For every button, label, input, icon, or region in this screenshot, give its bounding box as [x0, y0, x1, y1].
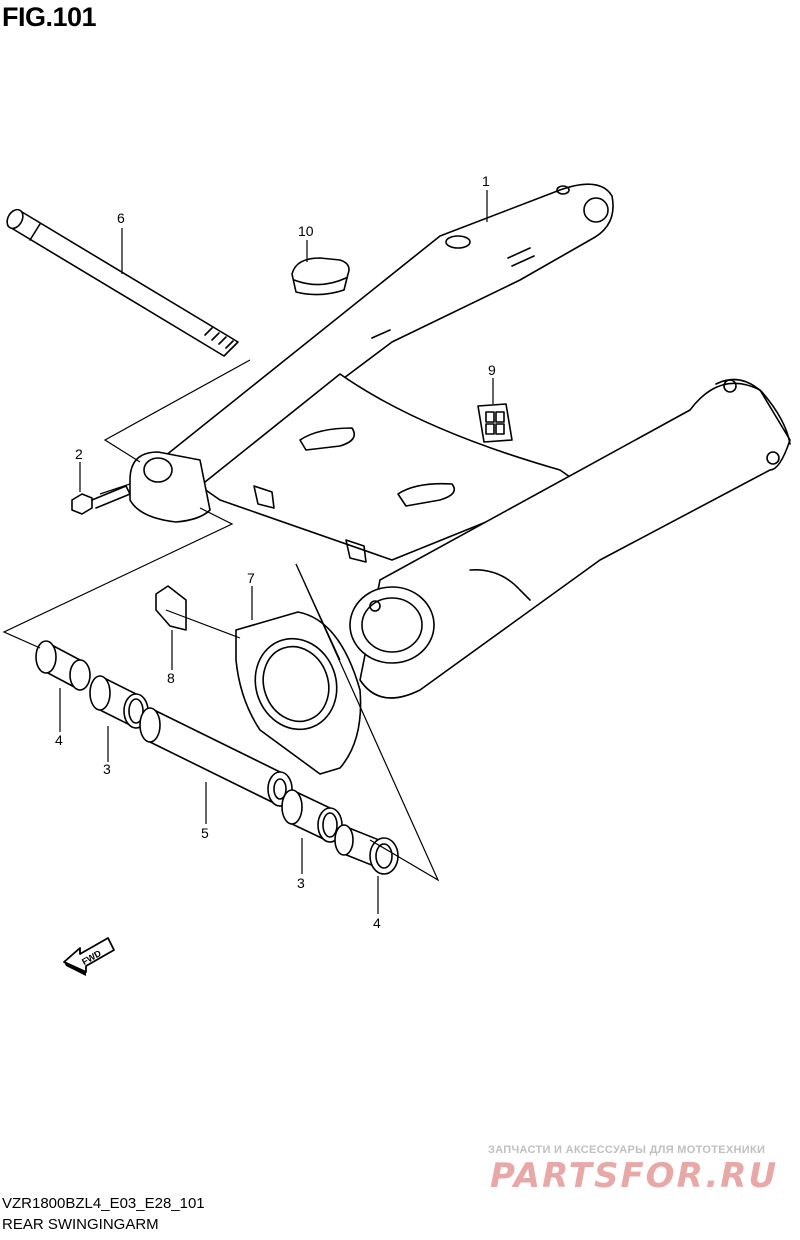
spacer-part-5: [139, 707, 293, 807]
figure-title: FIG.101: [2, 2, 97, 32]
callout-2: 2: [75, 446, 83, 462]
bolt-part-2: [71, 485, 131, 515]
watermark-tagline: ЗАПЧАСТИ И АКСЕССУАРЫ ДЛЯ МОТОТЕХНИКИ: [488, 1144, 766, 1156]
watermark-brand: PARTSFOR.RU: [490, 1156, 779, 1196]
callout-5: 5: [201, 825, 209, 841]
callout-6: 6: [117, 210, 125, 226]
callout-4-right: 4: [373, 915, 381, 931]
swingarm-part-1: [129, 183, 791, 699]
bearing-part-3-right: [281, 789, 343, 843]
fwd-arrow-icon: FWD: [63, 937, 115, 976]
callout-3-left: 3: [103, 761, 111, 777]
plug-part-10: [291, 257, 350, 296]
pivot-shaft-part-6: [6, 208, 239, 357]
callout-4-left: 4: [55, 732, 63, 748]
callout-1: 1: [482, 173, 490, 189]
model-code: VZR1800BZL4_E03_E28_101: [2, 1195, 205, 1212]
section-name: REAR SWINGINGARM: [2, 1216, 159, 1233]
clip-part-8: [155, 585, 187, 631]
callout-8: 8: [167, 670, 175, 686]
callout-labels: 1 2 3 3 4 4 5 6 7 8 9 10: [55, 173, 496, 931]
callout-3-right: 3: [297, 875, 305, 891]
bearing-part-3-left: [89, 675, 149, 729]
leader-lines: [59, 190, 494, 914]
cover-part-7: [235, 611, 362, 775]
rubber-cap-part-9: [477, 403, 513, 443]
callout-10: 10: [298, 223, 314, 239]
callout-9: 9: [488, 362, 496, 378]
assembly-guide-lines: [2, 359, 440, 882]
callout-7: 7: [247, 570, 255, 586]
bushing-part-4-left: [35, 640, 91, 691]
bushing-part-4-right: [334, 824, 399, 875]
